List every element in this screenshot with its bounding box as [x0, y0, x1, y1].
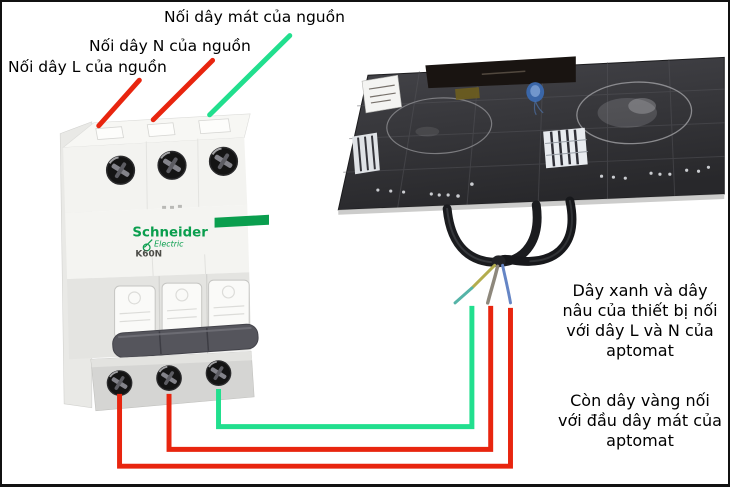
note-device-wires-line: aptomat	[606, 341, 674, 360]
note-ground-wire-line: Còn dây vàng nối	[570, 391, 710, 410]
pointer-line-live	[96, 77, 142, 129]
breaker-top-terminal-tabs	[95, 118, 231, 140]
label-live-source: Nối dây L của nguồn	[8, 58, 167, 76]
note-ground-wire-line: với đầu dây mát của	[558, 411, 722, 430]
breaker-brand-face	[65, 204, 250, 280]
connection-wire-neutral	[166, 305, 494, 452]
gold-label	[455, 87, 480, 100]
power-cable	[442, 196, 577, 268]
pointer-line-ground	[207, 33, 293, 118]
label-ground-source: Nối dây mát của nguồn	[164, 8, 345, 26]
breaker-model: K60N	[135, 249, 162, 259]
vent-grille-center	[543, 127, 588, 169]
note-ground-wire: Còn dây vàng nối với đầu dây mát của apt…	[549, 391, 728, 451]
cooktop-zone-right	[576, 81, 693, 145]
breaker-handle-tie-bar	[112, 323, 259, 359]
pointer-line-neutral	[150, 57, 216, 123]
note-device-wires-line: Dây xanh và dây	[572, 281, 708, 300]
blue-logo	[526, 82, 545, 116]
connection-wire-live	[117, 307, 513, 469]
cooktop-zone-left	[386, 97, 493, 155]
device-wire-brown	[485, 264, 500, 305]
breaker-illustration: Schneider Electric K60N	[59, 113, 269, 412]
brand-name: Schneider	[132, 226, 208, 241]
device-wire-blue	[501, 263, 512, 305]
pointer-lines	[96, 33, 293, 129]
device-wire-yellow-tip	[453, 286, 474, 305]
cooktop-illustration	[337, 56, 725, 305]
brand-green-bar	[214, 214, 269, 228]
vent-grille-left	[352, 132, 380, 175]
note-device-wires-line: với dây L và N của	[566, 321, 714, 340]
price-sticker	[361, 74, 402, 114]
breaker-upper-face	[63, 137, 248, 213]
note-ground-wire-line: aptomat	[606, 431, 674, 450]
device-wire-yellow	[470, 263, 497, 290]
label-neutral-source: Nối dây N của nguồn	[89, 37, 251, 55]
connection-wire-ground	[216, 305, 475, 430]
brand-sub: Electric	[154, 239, 184, 248]
note-device-wires: Dây xanh và dây nâu của thiết bị nối với…	[549, 281, 728, 361]
control-dots	[376, 165, 711, 198]
connection-wires	[117, 305, 513, 469]
note-device-wires-line: nâu của thiết bị nối	[562, 301, 718, 320]
